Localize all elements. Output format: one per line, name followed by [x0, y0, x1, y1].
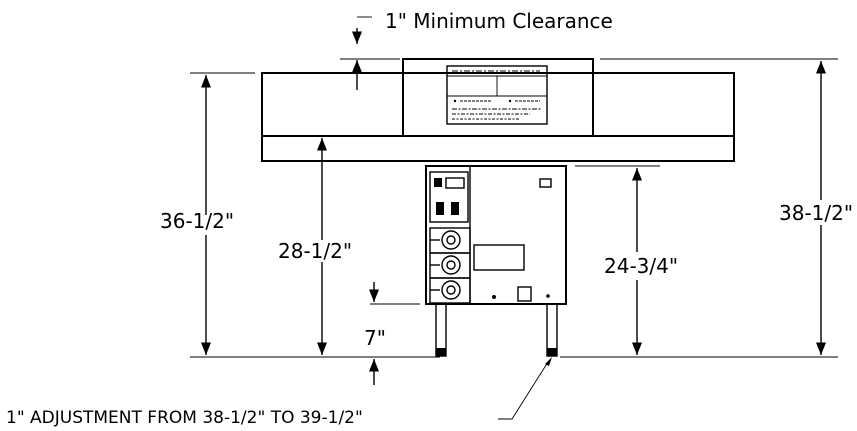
leg-height-label: 7" — [364, 326, 386, 350]
dimension-cabinet-height: 24-3/4" — [604, 168, 678, 355]
pump-assembly — [429, 227, 471, 304]
oven-unit — [261, 58, 735, 357]
pump-2 — [429, 252, 471, 279]
dimension-clearance: 1" Minimum Clearance — [340, 9, 613, 90]
overall-right-label: 38-1/2" — [779, 201, 853, 225]
adjustment-label: 1" ADJUSTMENT FROM 38-1/2" TO 39-1/2" — [6, 408, 363, 428]
conveyor-housing — [261, 58, 735, 162]
dimension-belt-height: 28-1/2" — [278, 138, 352, 355]
cabinet-height-label: 24-3/4" — [604, 254, 678, 278]
data-plate — [446, 65, 548, 125]
clearance-label: 1" Minimum Clearance — [385, 9, 613, 33]
extension-lines — [190, 58, 838, 358]
overall-left-label: 36-1/2" — [160, 209, 234, 233]
dimension-overall-left: 36-1/2" — [160, 75, 234, 355]
pump-3 — [429, 277, 471, 304]
pump-1 — [429, 227, 471, 254]
dimension-leg-height: 7" — [364, 282, 386, 385]
belt-height-label: 28-1/2" — [278, 239, 352, 263]
cabinet — [425, 165, 567, 305]
legs — [435, 303, 558, 357]
adjustment-callout: 1" ADJUSTMENT FROM 38-1/2" TO 39-1/2" — [6, 357, 552, 428]
dimension-overall-right: 38-1/2" — [779, 60, 853, 355]
